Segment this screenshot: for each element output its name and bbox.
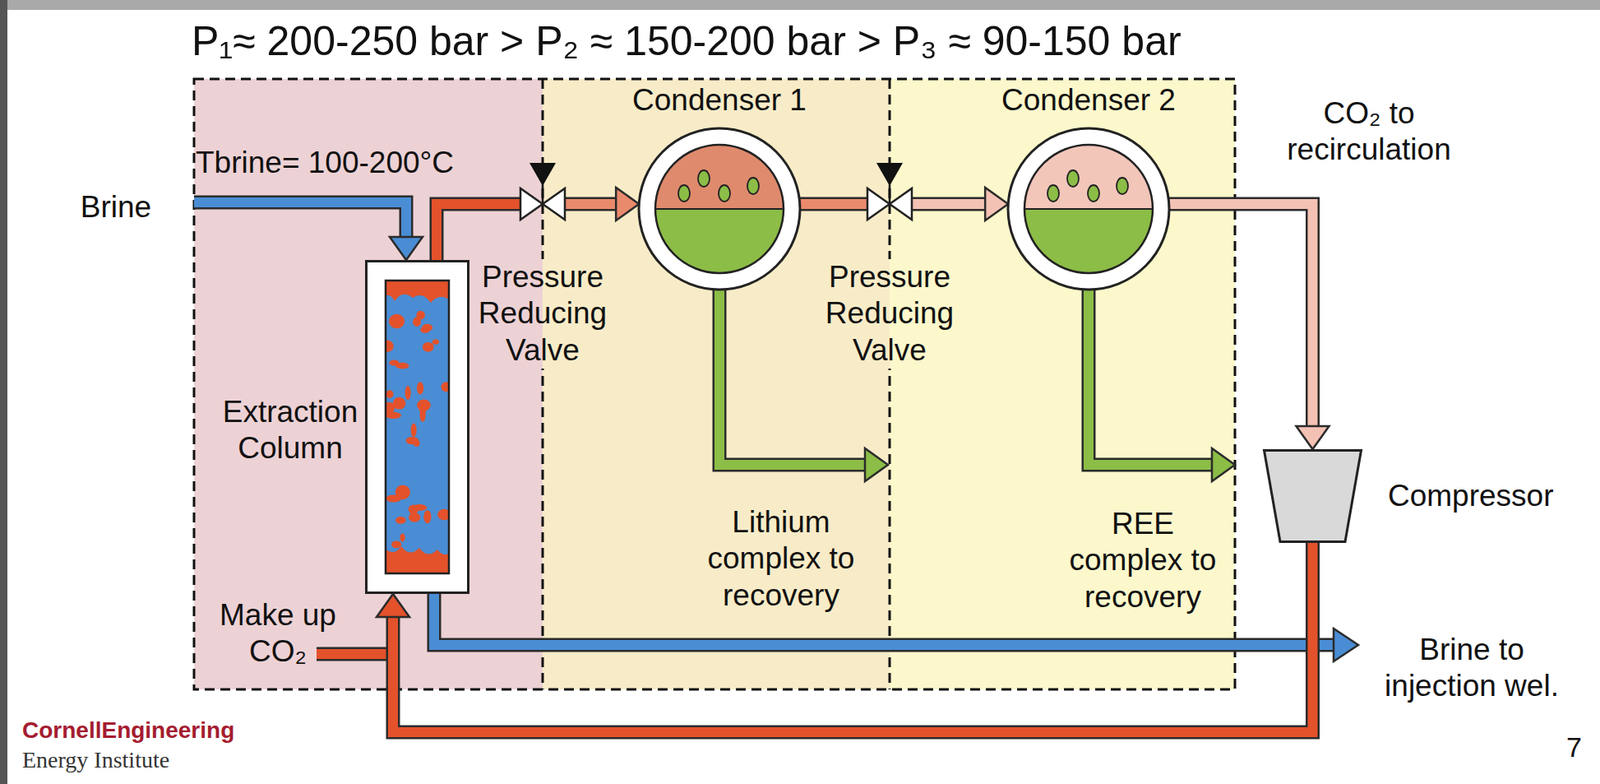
compressor-unit: Compressor: [1262, 448, 1363, 543]
brine-inlet-pipe: [194, 202, 407, 237]
outlet-label: Brine to injection wel.: [1376, 631, 1568, 705]
temperature-label: Tbrine= 100-200°C: [195, 144, 454, 181]
co2-phase: [1024, 144, 1153, 209]
pressure-region: [194, 78, 543, 690]
vessel-shell: [638, 128, 800, 290]
brine-inlet-pipe: [389, 236, 423, 260]
brine-inlet-pipe: [194, 202, 407, 237]
product-label: Lithium complex to recovery: [697, 504, 866, 614]
compressor-body: [1264, 450, 1362, 542]
pressure-title: P₁≈ 200-250 bar > P₂ ≈ 150-200 bar > P₃ …: [191, 16, 1182, 66]
valve-actuator: [529, 162, 556, 186]
pressure-valve: Pressure Reducing Valve: [866, 187, 913, 221]
lithium-outlet-pipe: [864, 448, 888, 481]
logo-text: CornellEngineering: [22, 716, 235, 745]
pipe-connector: [800, 203, 867, 205]
compressor-unit-label: Compressor: [1387, 477, 1554, 514]
extraction-column-shape: [365, 259, 470, 594]
valve-body: [520, 188, 543, 220]
makeup-co2-pipe: [316, 648, 389, 659]
droplet: [1116, 177, 1129, 195]
condenser-vessel-label: Condenser 1: [612, 82, 827, 119]
frame-bar: [0, 0, 8, 784]
arrow-head: [984, 187, 1009, 221]
condenser-vessel-label: Condenser 2: [981, 82, 1196, 119]
inlet-label: Brine: [80, 189, 152, 226]
pressure-region: [194, 78, 1235, 690]
region-border: [194, 78, 1235, 690]
co2-phase: [655, 144, 784, 209]
droplet: [678, 184, 690, 202]
phase-line: [1024, 208, 1153, 210]
condenser-vessel: Condenser 1: [637, 126, 802, 292]
pressure-valve: Pressure Reducing Valve: [519, 187, 566, 221]
liquid-phase: [1024, 208, 1153, 273]
region-border: [194, 78, 1235, 690]
pipe-connector: [565, 187, 639, 221]
droplet: [747, 177, 759, 195]
brine-outlet-pipe: [1333, 628, 1359, 662]
brine-fill: [385, 280, 449, 574]
pressure-valve-label: Pressure Reducing Valve: [819, 258, 960, 369]
droplet: [1047, 184, 1059, 202]
pipe-outline: [1169, 203, 1314, 426]
extraction-column-label: Extraction Column: [212, 393, 369, 468]
droplet: [1087, 184, 1100, 202]
arrow-head: [1296, 425, 1330, 449]
pressure-valve-shape: [866, 187, 913, 221]
pipe-flow: [436, 203, 520, 260]
phase-line: [655, 208, 784, 210]
condenser-vessel-shape: [637, 126, 802, 292]
pipe-flow: [800, 198, 867, 209]
pressure-region: [889, 78, 1235, 690]
valve-actuator: [876, 162, 903, 186]
pipe-outline: [436, 203, 520, 260]
pipe-outline: [912, 197, 985, 212]
ree-outlet-pipe: [1088, 287, 1235, 481]
arrow-head: [376, 593, 410, 617]
pipe-connector: [1169, 203, 1330, 449]
vessel-inner: [1024, 144, 1153, 273]
droplet: [698, 170, 710, 187]
pressure-region: [542, 78, 890, 690]
page-number: 7: [1566, 730, 1582, 764]
vessel-shell: [1008, 128, 1170, 290]
pipe-connector: [912, 187, 1009, 221]
logo-text: Energy Institute: [22, 745, 170, 774]
column-inner: [385, 280, 449, 574]
pipe-flow: [565, 198, 616, 209]
pipe-outline: [565, 197, 616, 212]
valve-body: [867, 188, 890, 220]
product-label: REE complex to recovery: [1060, 505, 1226, 616]
ree-outlet-pipe: [1088, 287, 1212, 465]
pipe-outline: [800, 197, 867, 212]
vessel-inner: [655, 144, 784, 273]
arrow-head: [615, 187, 639, 221]
stream-label: CO₂ to recirculation: [1280, 95, 1458, 169]
extraction-column: Extraction Column: [365, 259, 470, 594]
inlet-label: Make up CO₂: [212, 596, 344, 671]
pipe-flow: [912, 198, 985, 209]
pipe-flow: [1169, 203, 1314, 426]
liquid-phase: [655, 208, 784, 273]
droplet: [718, 184, 731, 202]
pipe-connector: [436, 203, 520, 260]
brine-inlet-pipe: [194, 202, 423, 260]
ree-outlet-pipe: [1088, 287, 1212, 465]
compressor-unit-shape: [1262, 448, 1363, 543]
makeup-co2-pipe: [316, 653, 389, 655]
pressure-valve-shape: [519, 187, 566, 221]
valve-body: [889, 188, 912, 220]
brine-outlet-pipe: [434, 591, 1359, 662]
condenser-vessel-shape: [1006, 126, 1171, 292]
frame-bar: [0, 0, 1600, 10]
droplet: [1067, 170, 1079, 187]
condenser-vessel: Condenser 2: [1006, 126, 1171, 292]
valve-body: [542, 188, 565, 220]
pressure-valve-label: Pressure Reducing Valve: [472, 258, 613, 369]
co2-droplets: [385, 280, 449, 574]
ree-outlet-pipe: [1211, 448, 1235, 481]
